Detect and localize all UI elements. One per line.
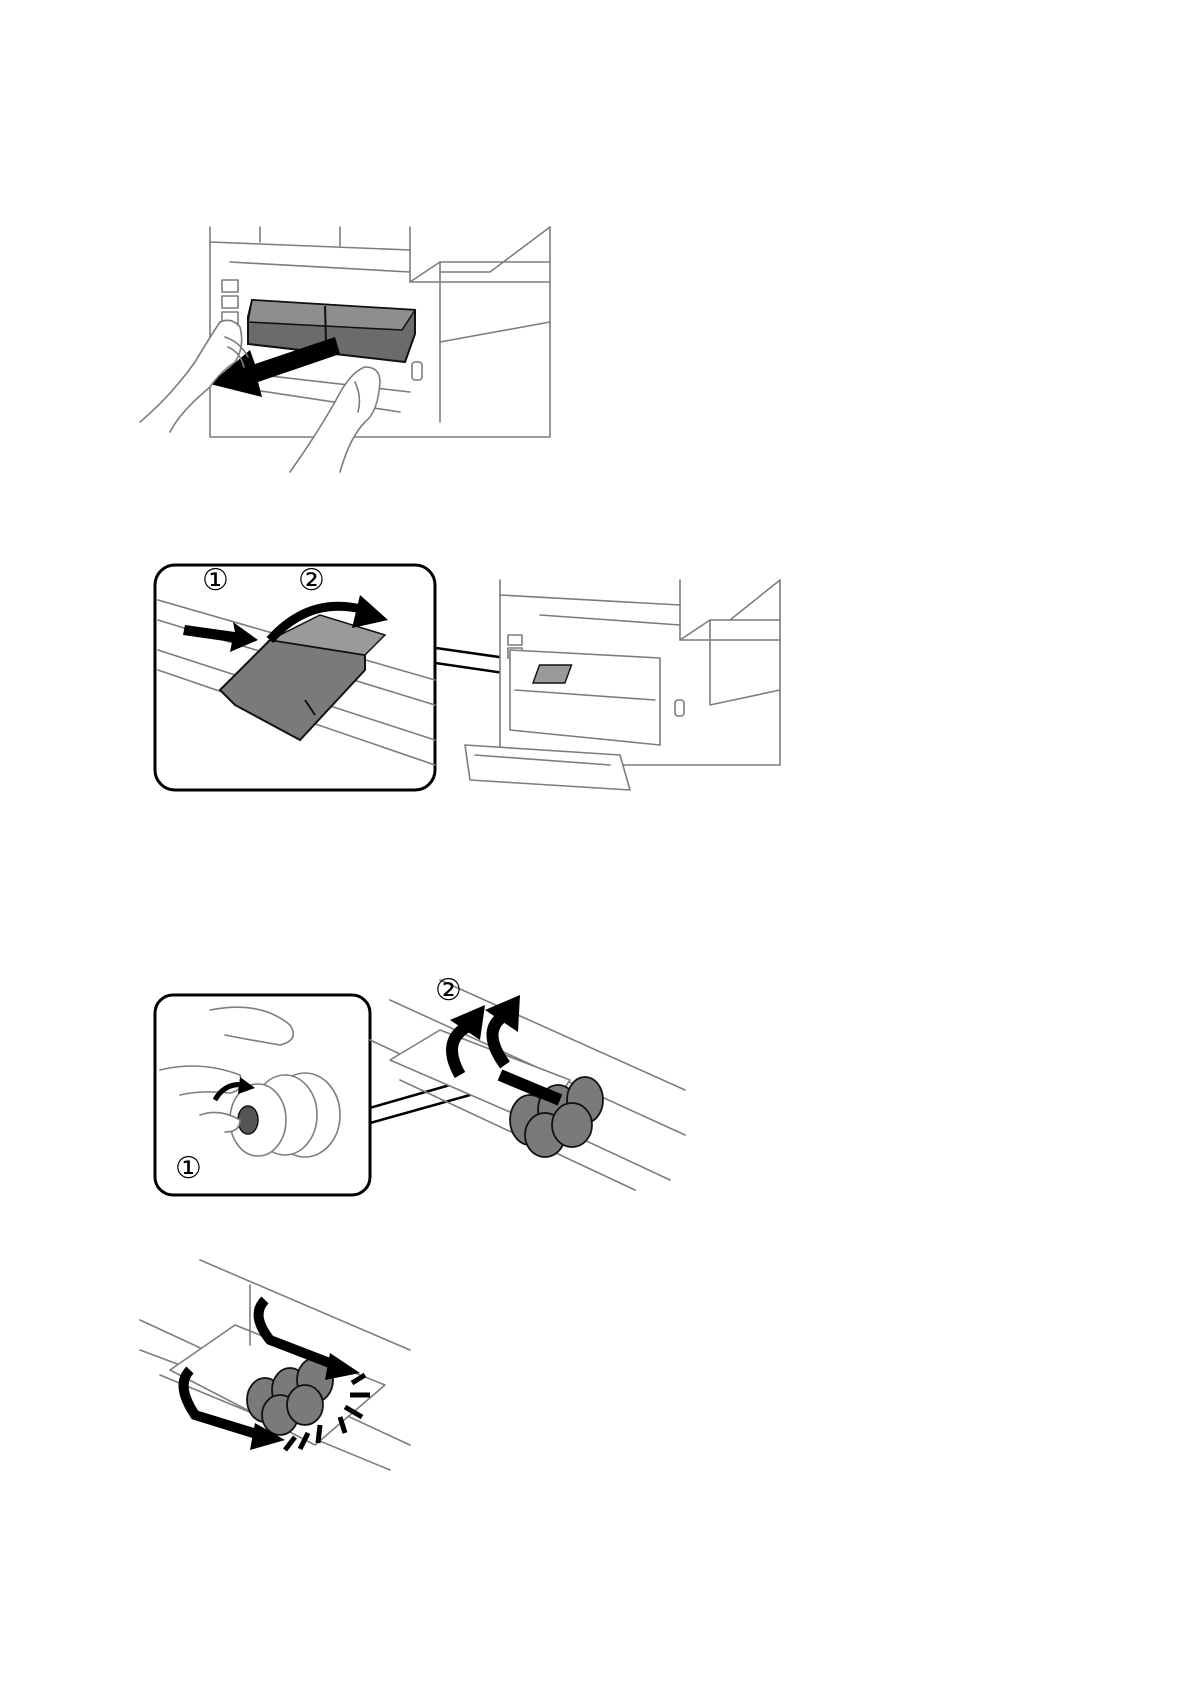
- step-label-1: ①: [175, 1151, 202, 1186]
- remove-rollers-illustration: ① ②: [140, 960, 700, 1200]
- figure-open-roller-cover: ① ②: [140, 540, 860, 850]
- figure-remove-rear-unit: [140, 222, 560, 472]
- remove-rear-cover-illustration: [140, 222, 560, 472]
- step-label-2: ②: [435, 973, 462, 1008]
- figure-insert-rollers: [140, 1255, 420, 1475]
- insert-new-rollers-illustration: [140, 1255, 420, 1475]
- figure-remove-rollers: ① ②: [140, 960, 700, 1200]
- open-roller-cover-illustration: ① ②: [140, 540, 860, 850]
- step-label-2: ②: [298, 563, 325, 598]
- step-label-1: ①: [202, 563, 229, 598]
